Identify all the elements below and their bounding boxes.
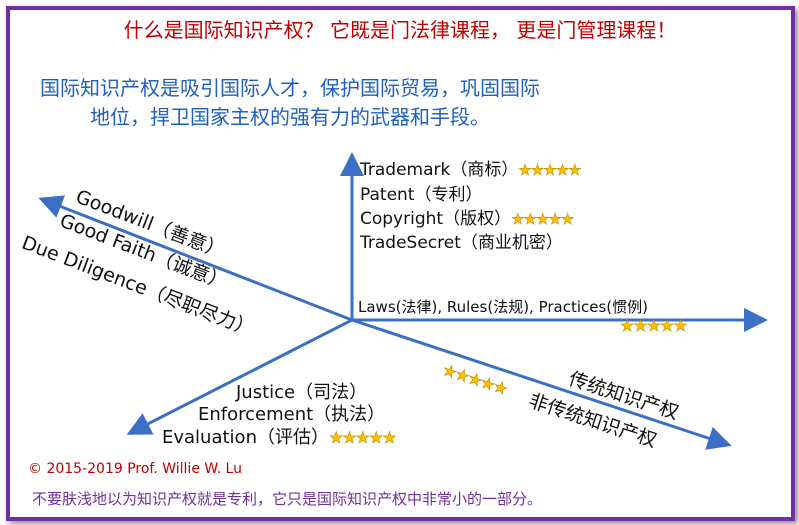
copyright-label: Copyright（版权）★★★★★ — [360, 204, 575, 229]
evaluation-stars: ★★★★★ — [328, 428, 397, 448]
copyright-notice: © 2015-2019 Prof. Willie W. Lu — [28, 461, 242, 477]
patent-label: Patent（专利） — [360, 185, 483, 205]
slide-frame — [6, 6, 795, 521]
justice-label: Justice（司法） — [236, 382, 368, 403]
slide-title: 什么是国际知识产权？ 它既是门法律课程， 更是门管理课程！ — [123, 18, 677, 42]
lower-left-axis — [126, 318, 353, 435]
trademark-label: Trademark（商标）★★★★★ — [360, 155, 582, 180]
headline-line-1: 国际知识产权是吸引国际人才，保护国际贸易，巩固国际 — [40, 76, 540, 100]
evaluation-text: Evaluation（评估） — [162, 427, 329, 448]
lower-right-axis — [351, 318, 732, 450]
trademark-text: Trademark（商标） — [360, 160, 519, 180]
copyright-text: Copyright（版权） — [360, 209, 512, 229]
laws-stars: ★★★★★ — [620, 316, 688, 336]
copyright-stars: ★★★★★ — [511, 210, 575, 229]
laws-rules-practices-label: Laws(法律), Rules(法规), Practices(惯例) — [358, 298, 649, 316]
trademark-stars: ★★★★★ — [518, 161, 582, 180]
headline-line-2: 地位，捍卫国家主权的强有力的武器和手段。 — [90, 105, 490, 129]
evaluation-label: Evaluation（评估）★★★★★ — [162, 423, 397, 449]
headline: 国际知识产权是吸引国际人才，保护国际贸易，巩固国际 地位，捍卫国家主权的强有力的… — [40, 74, 540, 132]
upper-left-axis — [38, 195, 353, 322]
footer-note: 不要肤浅地以为知识产权就是专利，它只是国际知识产权中非常小的一部分。 — [32, 490, 543, 508]
tradesecret-label: TradeSecret（商业机密） — [360, 233, 563, 253]
enforcement-label: Enforcement（执法） — [198, 404, 386, 425]
